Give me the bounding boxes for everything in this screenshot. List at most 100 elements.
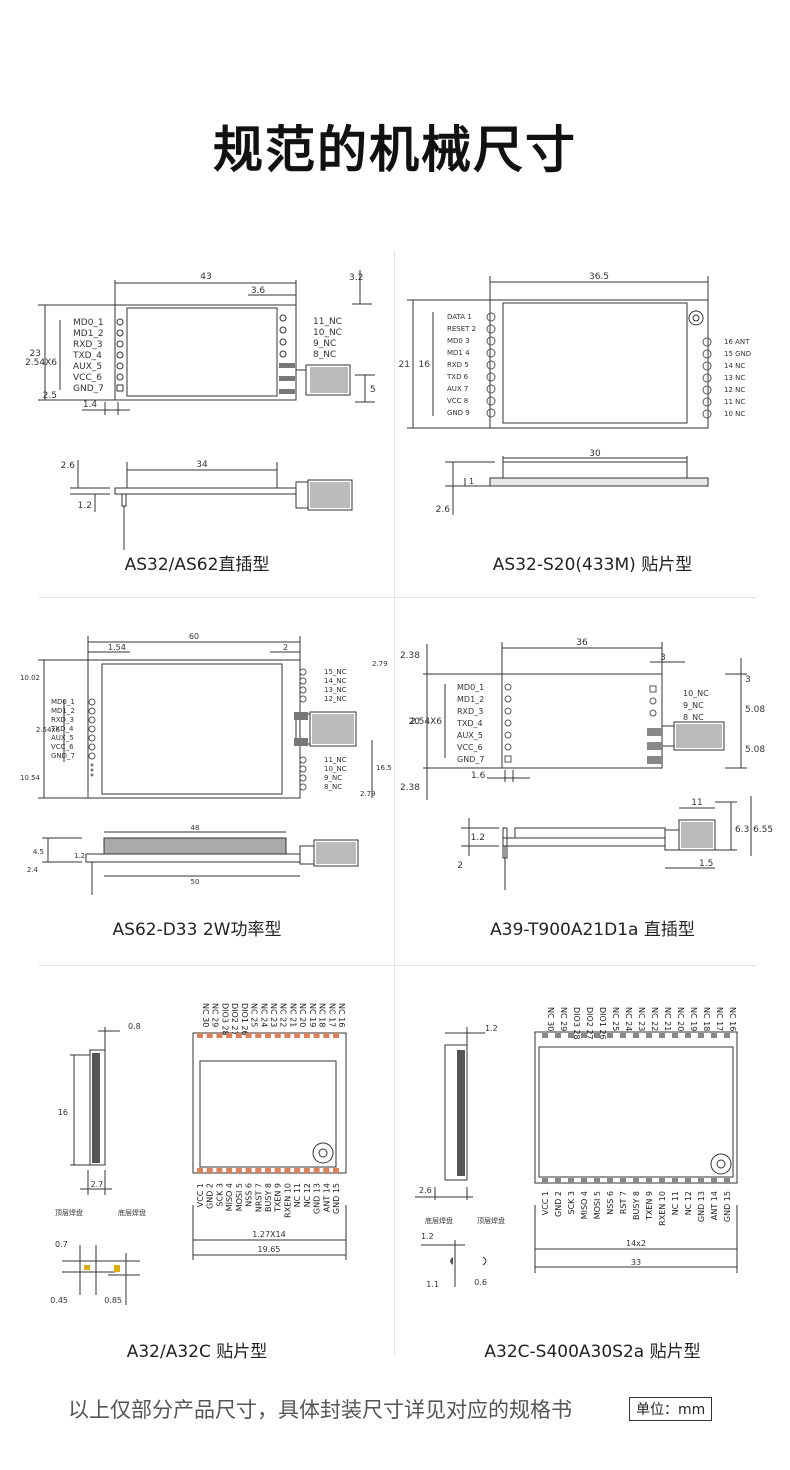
solder-pad	[555, 1033, 561, 1038]
dim-height: 21	[399, 360, 410, 370]
solder-pad	[620, 1178, 626, 1183]
solder-pad	[274, 1033, 281, 1038]
dim-pin-len: 1.2	[78, 501, 92, 511]
pin-label: NC 20	[676, 1007, 685, 1031]
pin-label: NC 24	[259, 1003, 268, 1027]
pin-label: 8_NC	[313, 350, 336, 360]
solder-pad	[633, 1033, 639, 1038]
pin-label: RXD_3	[457, 707, 483, 716]
dim-r-bot: 2.79	[360, 790, 376, 798]
pin-label: GND 2	[554, 1191, 563, 1217]
solder-pad	[303, 1033, 310, 1038]
dim-edge: 2.5	[43, 391, 57, 401]
pin-label: AUX_5	[73, 362, 102, 372]
pin-label: NC 29	[559, 1007, 568, 1031]
pin-label: RXD 5	[447, 361, 469, 369]
solder-pad	[594, 1033, 600, 1038]
pin-label: SCK 3	[215, 1183, 224, 1207]
dim-thick: 2.6	[61, 461, 76, 471]
pin-label: AUX_5	[51, 734, 74, 742]
pin-label: MD1 4	[447, 349, 470, 357]
dim-thick2: 1.2	[74, 852, 85, 860]
solder-pad	[711, 1178, 717, 1183]
solder-pad	[659, 1033, 665, 1038]
pin-label: NC 16	[337, 1003, 346, 1027]
pin-label: SCK 3	[567, 1191, 576, 1215]
pin-label: NC 29	[211, 1003, 220, 1027]
pin-label: RXEN 10	[283, 1183, 292, 1218]
dim-total: 33	[631, 1258, 641, 1267]
dim-edge: 1.2	[485, 1024, 498, 1033]
dim-right-off: 2	[283, 643, 288, 652]
dim-thick: 2.7	[91, 1180, 104, 1189]
pin-label: GND 13	[313, 1183, 322, 1214]
pin-label: GND 15	[332, 1183, 341, 1214]
pin-label: BUSY 8	[264, 1183, 273, 1212]
solder-pad	[685, 1033, 691, 1038]
dim-height: 20	[409, 717, 421, 727]
solder-pad	[646, 1033, 652, 1038]
pin-label: MD1_2	[51, 707, 75, 715]
pin-label: AUX 7	[447, 385, 468, 393]
dim-pin-x: 1.6	[471, 771, 486, 781]
pin-label: NRST 7	[254, 1183, 263, 1212]
solder-pad	[607, 1033, 613, 1038]
pin-label: NC 12	[684, 1191, 693, 1215]
pin-label: 15_NC	[324, 668, 347, 676]
pin-label: MD0_1	[457, 683, 484, 692]
dim-base: 50	[191, 878, 200, 886]
caption-as32-as62: AS32/AS62直插型	[124, 555, 270, 575]
pin-label: MD0 3	[447, 337, 470, 345]
pin-label: 10_NC	[683, 689, 709, 698]
solder-pad	[581, 1033, 587, 1038]
pin-label: 11 NC	[724, 398, 745, 406]
dim-width: 43	[200, 272, 211, 282]
dim-edge: 1	[469, 477, 474, 486]
pin-label: NC 22	[279, 1003, 288, 1027]
pin-label: NSS 6	[606, 1191, 615, 1215]
pin-label: NC 25	[250, 1003, 259, 1027]
pin-label: GND 2	[206, 1183, 215, 1209]
pin-label: GND 15	[723, 1191, 732, 1222]
as32-as62-svg: 43 3.6 3.2 23 2.54X6 2.5 1.4 5 34 2.6 1.…	[25, 270, 376, 550]
pin-label: 14_NC	[324, 677, 347, 685]
a39-svg: 36 2.38 20 2.54X6 2.38 1.6 3 3 5.08 5.08…	[400, 638, 773, 890]
pad-label-top: 顶层焊盘	[55, 1208, 83, 1217]
solder-pad	[226, 1033, 233, 1038]
solder-pad	[620, 1033, 626, 1038]
pin-label: VCC_6	[73, 373, 102, 383]
dim-pitch: 1.27X14	[252, 1230, 285, 1239]
dim-pad-b: 0.6	[474, 1278, 487, 1287]
grid-divider-vertical	[394, 250, 395, 1355]
pin-label: TXD_4	[72, 351, 102, 361]
dim-pad-a: 0.45	[50, 1296, 68, 1305]
pin-label: MOSI 5	[235, 1183, 244, 1211]
solder-pad	[672, 1033, 678, 1038]
dim-r-c: 5.08	[745, 745, 765, 755]
pin-label: TXD_4	[456, 719, 483, 728]
caption-as62-d33: AS62-D33 2W功率型	[112, 920, 282, 940]
pin-label: TXEN 9	[274, 1183, 283, 1213]
pin-label: NC 19	[689, 1007, 698, 1031]
solder-pad	[284, 1168, 291, 1173]
dim-pad-w: 0.7	[55, 1240, 68, 1249]
dim-pin-offset: 3.6	[251, 286, 266, 296]
pin-label: 11_NC	[324, 756, 347, 764]
pad-label-bottom: 底层焊盘	[118, 1208, 146, 1217]
solder-pad	[274, 1168, 281, 1173]
module-as32-s20-drawing: 36.5 21 16 30 2.6 1 DATA 1 RESET 2 MD0 3…	[395, 250, 790, 590]
solder-pad	[255, 1033, 262, 1038]
pin-label: TXEN 9	[645, 1191, 654, 1221]
pin-label: MD0_1	[73, 318, 104, 328]
pin-label: NSS 6	[245, 1183, 254, 1207]
solder-pad	[555, 1178, 561, 1183]
solder-pad	[255, 1168, 262, 1173]
dim-r-off: 3	[660, 653, 666, 663]
pin-label: DIO3 28	[572, 1007, 581, 1040]
as62-d33-svg: 60 1.54 2 10.02 2.54x6 10.54 2.79 16.5 2…	[20, 632, 392, 895]
solder-pad	[313, 1168, 320, 1173]
